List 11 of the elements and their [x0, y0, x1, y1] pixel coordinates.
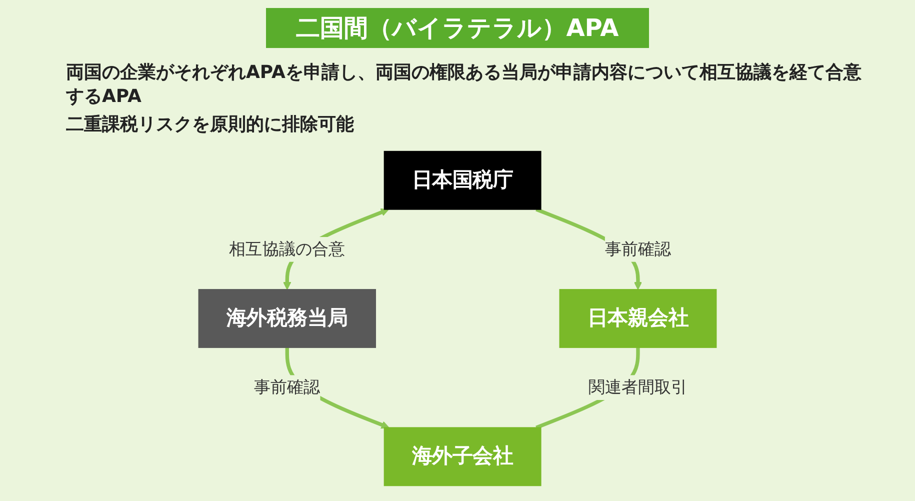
node-box: 日本国税庁	[384, 150, 542, 210]
edge-label: 関連者間取引	[588, 378, 688, 398]
bullet-note: 二重課税リスクを原則的に排除可能	[65, 113, 355, 136]
title-banner: 二国間（バイラテラル）APA	[266, 8, 649, 48]
edge-label: 事前確認	[604, 240, 672, 260]
node-box: 日本親会社	[559, 289, 717, 348]
node-box: 海外税務当局	[198, 289, 376, 348]
edge-label: 相互協議の合意	[229, 240, 346, 260]
bullet-note: 両国の企業がそれぞれAPAを申請し、両国の権限ある当局が申請内容について相互協議を経て合意するAPA	[65, 61, 862, 108]
node-box: 海外子会社	[384, 427, 542, 486]
edge-label: 事前確認	[254, 378, 320, 398]
